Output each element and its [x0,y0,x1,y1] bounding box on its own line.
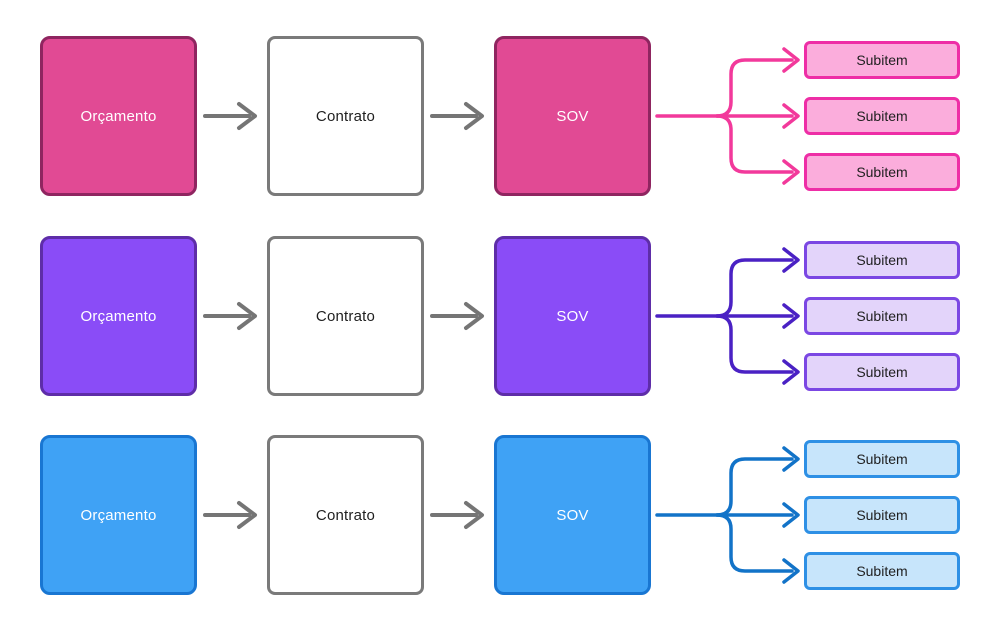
sov-node: SOV [494,435,651,595]
arrow-right-icon [430,102,484,130]
orcamento-node: Orçamento [40,236,197,396]
fork-connector-icon [655,247,800,385]
arrow-right-icon [203,302,257,330]
orcamento-node: Orçamento [40,36,197,196]
fork-connector-icon [655,47,800,185]
sov-node: SOV [494,36,651,196]
subitem-stack: Subitem Subitem Subitem [804,236,960,396]
diagram-row-pink: Orçamento Contrato SOV Sub [0,36,1000,196]
fork-connector-icon [655,446,800,584]
arrow-right-icon [430,501,484,529]
subitem-stack: Subitem Subitem Subitem [804,435,960,595]
contrato-node: Contrato [267,435,424,595]
subitem-node: Subitem [804,41,960,79]
subitem-label: Subitem [856,108,908,124]
subitem-label: Subitem [856,507,908,523]
contrato-label: Contrato [315,107,376,125]
diagram-row-purple: Orçamento Contrato SOV Sub [0,236,1000,396]
subitem-node: Subitem [804,153,960,191]
subitem-node: Subitem [804,552,960,590]
subitem-node: Subitem [804,440,960,478]
sov-label: SOV [556,506,589,524]
orcamento-label: Orçamento [80,307,157,325]
contrato-label: Contrato [315,307,376,325]
orcamento-node: Orçamento [40,435,197,595]
diagram-row-blue: Orçamento Contrato SOV Sub [0,435,1000,595]
subitem-stack: Subitem Subitem Subitem [804,36,960,196]
subitem-label: Subitem [856,308,908,324]
contrato-node: Contrato [267,36,424,196]
subitem-node: Subitem [804,97,960,135]
subitem-node: Subitem [804,353,960,391]
subitem-node: Subitem [804,297,960,335]
contrato-label: Contrato [315,506,376,524]
subitem-label: Subitem [856,164,908,180]
arrow-right-icon [203,501,257,529]
contrato-node: Contrato [267,236,424,396]
subitem-label: Subitem [856,563,908,579]
arrow-right-icon [430,302,484,330]
subitem-label: Subitem [856,364,908,380]
subitem-label: Subitem [856,52,908,68]
sov-label: SOV [556,107,589,125]
sov-node: SOV [494,236,651,396]
arrow-right-icon [203,102,257,130]
orcamento-label: Orçamento [80,506,157,524]
subitem-node: Subitem [804,241,960,279]
subitem-label: Subitem [856,252,908,268]
sov-label: SOV [556,307,589,325]
subitem-node: Subitem [804,496,960,534]
subitem-label: Subitem [856,451,908,467]
orcamento-label: Orçamento [80,107,157,125]
